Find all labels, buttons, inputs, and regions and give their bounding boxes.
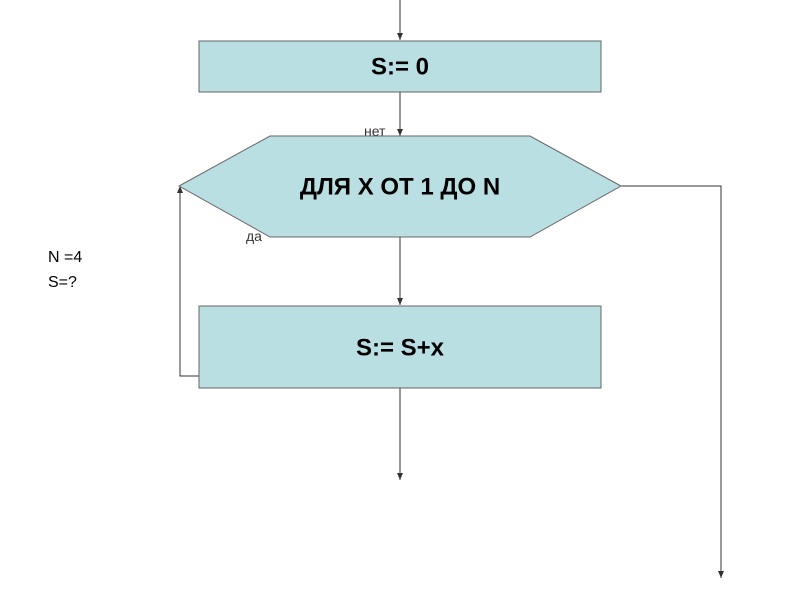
init-block: S:= 0	[198, 40, 602, 93]
note-n-value: N =4	[48, 249, 82, 266]
note-s-question: S=?	[48, 274, 77, 291]
body-block-shape	[198, 305, 602, 389]
init-block-label: S:= 0	[371, 54, 429, 81]
body-block: S:= S+x	[198, 305, 602, 389]
body-block-label: S:= S+x	[356, 335, 445, 362]
connectors	[177, 0, 724, 578]
loop-exit-arrow	[621, 185, 724, 578]
loop-block-shape	[177, 135, 623, 238]
edge-label-no: нет	[364, 123, 386, 139]
edge-label-yes: да	[246, 228, 262, 244]
loop-block-label: ДЛЯ Х ОТ 1 ДО N	[300, 174, 500, 201]
loop-back-arrow	[177, 186, 199, 377]
loop-block: ДЛЯ Х ОТ 1 ДО N	[177, 135, 623, 238]
init-block-shape	[198, 40, 602, 93]
